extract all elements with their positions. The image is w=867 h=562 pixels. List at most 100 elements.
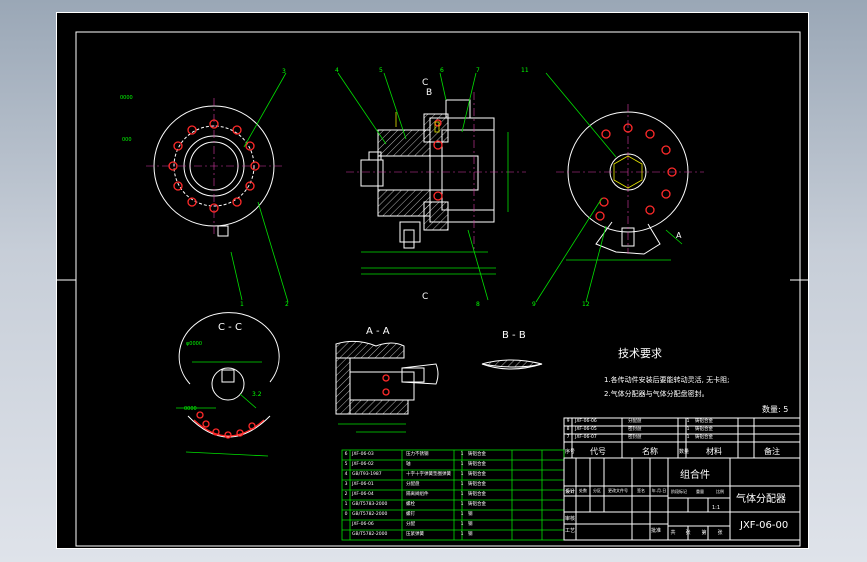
balloon-mid-2: 5 <box>379 67 383 74</box>
drawing-border <box>75 31 801 547</box>
cell: 4 <box>344 472 348 477</box>
cell: 铸铝合金 <box>468 462 486 467</box>
tech-req-title: 技术要求 <box>618 347 662 360</box>
assembly-rows: 9 JXF-06-06 分配盘 1 铸铝合金 8 JXF-06-05 密封盘 1… <box>564 418 800 442</box>
cell: 1 <box>460 512 464 517</box>
left-face-view: 0000 000 3 1 2 <box>120 68 289 308</box>
cell: JXF-06-07 <box>575 435 597 440</box>
table-row: 8 JXF-06-05 密封盘 1 铸铝合金 <box>564 426 800 434</box>
svg-text:φ0000: φ0000 <box>186 341 202 347</box>
header-remark: 备注 <box>764 446 780 456</box>
approval-label: 更改文件号 <box>608 488 628 493</box>
approval-label: 标记 <box>566 488 574 493</box>
cell: 铸铝合金 <box>695 419 713 424</box>
scale-label: 重量 <box>696 489 704 494</box>
tech-req-item-2: 2.气体分配器与气体分配盘密封。 <box>604 389 709 398</box>
approval-label: 年.月.日 <box>651 488 667 493</box>
approval-row: 标记 处数 分区 更改文件号 签名 年.月.日 <box>564 486 668 496</box>
balloon-left-bottom-1: 1 <box>240 301 244 308</box>
cell: JXF-06-06 <box>352 522 374 527</box>
cell: JXF-06-02 <box>352 462 374 467</box>
cell: 压力不锈钢 <box>406 452 429 457</box>
tech-req-item-1: 1.各传动件安装后要能转动灵活, 无卡阻; <box>604 375 730 384</box>
parts-list: 6 JXF-06-03 压力不锈钢 1 铸铝合金 5 JXF-06-02 轴 1… <box>342 450 564 540</box>
table-row: JXF-06-06 分配 1 钢 <box>342 520 564 530</box>
cell: 铸铝合金 <box>695 427 713 432</box>
section-bb-view: B - B <box>481 330 543 370</box>
balloon-mid-3: 6 <box>440 67 444 74</box>
cell: 7 <box>566 435 570 440</box>
cell: 压紧弹簧 <box>406 532 424 537</box>
cell: GB/T93-1987 <box>352 472 382 477</box>
cell: 1 <box>460 492 464 497</box>
cell: 螺栓 <box>406 502 415 507</box>
scale-label: 比例 <box>716 489 724 494</box>
cell: 3 <box>344 482 348 487</box>
balloon-mid-4: 7 <box>476 67 480 74</box>
cell: 铸铝合金 <box>468 492 486 497</box>
cell: JXF-06-03 <box>352 452 374 457</box>
cell: GB/T5782-2000 <box>352 532 388 537</box>
cell: 铸铝合金 <box>695 435 713 440</box>
balloon-left-bottom-2: 2 <box>285 301 289 308</box>
header-material: 材料 <box>706 446 722 456</box>
cell: 0 <box>344 512 348 517</box>
cell: 分配 <box>406 522 415 527</box>
right-face-view: 11 9 12 A <box>521 67 704 308</box>
cell: 1 <box>460 502 464 507</box>
cell: 1 <box>686 419 690 424</box>
balloon-mid-1: 4 <box>335 67 339 74</box>
section-aa-title: A - A <box>366 326 390 337</box>
drawing-number: JXF-06-00 <box>739 520 788 531</box>
section-mark-c-top: C <box>422 78 428 88</box>
balloon-right-top: 11 <box>521 67 529 74</box>
cell: 隔离阀组件 <box>406 492 429 497</box>
cell: JXF-06-04 <box>352 492 374 497</box>
cell: JXF-06-06 <box>575 419 597 424</box>
cell <box>342 520 350 530</box>
balloon-left-top: 3 <box>282 68 286 75</box>
header-seq: 序号 <box>565 448 575 455</box>
cell: 1 <box>460 482 464 487</box>
table-row: GB/T5782-2000 压紧弹簧 1 钢 <box>342 530 564 540</box>
cell: 钢 <box>468 512 473 517</box>
cell: 铸铝合金 <box>468 502 486 507</box>
svg-text:0000: 0000 <box>120 95 133 101</box>
cell <box>342 530 350 540</box>
drawing-sheet: 0000 000 3 1 2 4 5 <box>56 12 809 549</box>
sheet-label-row: 共 张 第 张 <box>668 526 730 540</box>
cell: 铸铝合金 <box>468 482 486 487</box>
cell: GB/T5783-2000 <box>352 502 388 507</box>
cell: 铸铝合金 <box>468 472 486 477</box>
cell: 1 <box>460 532 464 537</box>
sheet-label: 张 <box>717 530 723 536</box>
cell: 密封盘 <box>628 435 642 440</box>
cell: 分配盘 <box>628 419 642 424</box>
assembly-label: 组合件 <box>680 468 710 481</box>
cell: 1 <box>460 452 464 457</box>
section-mark-b: B <box>426 88 432 98</box>
cell: 9 <box>566 419 570 424</box>
table-row: 1 GB/T5783-2000 螺栓 1 铸铝合金 <box>342 500 564 510</box>
cad-drawing: 0000 000 3 1 2 4 5 <box>56 12 809 549</box>
cell: 钢 <box>468 522 473 527</box>
cell: 1 <box>686 427 690 432</box>
header-name: 名称 <box>642 446 658 456</box>
balloon-right-bottom-2: 12 <box>582 301 590 308</box>
cell: 1 <box>460 522 464 527</box>
table-row: 9 JXF-06-06 分配盘 1 铸铝合金 <box>564 418 800 426</box>
section-cc-title: C - C <box>218 322 242 333</box>
cell: 2 <box>344 492 348 497</box>
svg-text:000: 000 <box>122 137 132 143</box>
sheet-label: 张 <box>685 530 691 536</box>
table-row: 4 GB/T93-1987 十字十字弹簧垫圈弹簧 1 铸铝合金 <box>342 470 564 480</box>
title-block: 序号 代号 名称 数量 材料 备注 <box>341 417 801 541</box>
cell: GB/T5782-2000 <box>352 512 388 517</box>
table-row: 0 GB/T5782-2000 螺钉 1 钢 <box>342 510 564 520</box>
technical-requirements: 技术要求 1.各传动件安装后要能转动灵活, 无卡阻; 2.气体分配器与气体分配盘… <box>604 347 788 414</box>
part-name: 气体分配器 <box>736 492 786 505</box>
cell: 铸铝合金 <box>468 452 486 457</box>
header-code: 代号 <box>590 446 606 456</box>
cell: 十字十字弹簧垫圈弹簧 <box>406 472 451 477</box>
